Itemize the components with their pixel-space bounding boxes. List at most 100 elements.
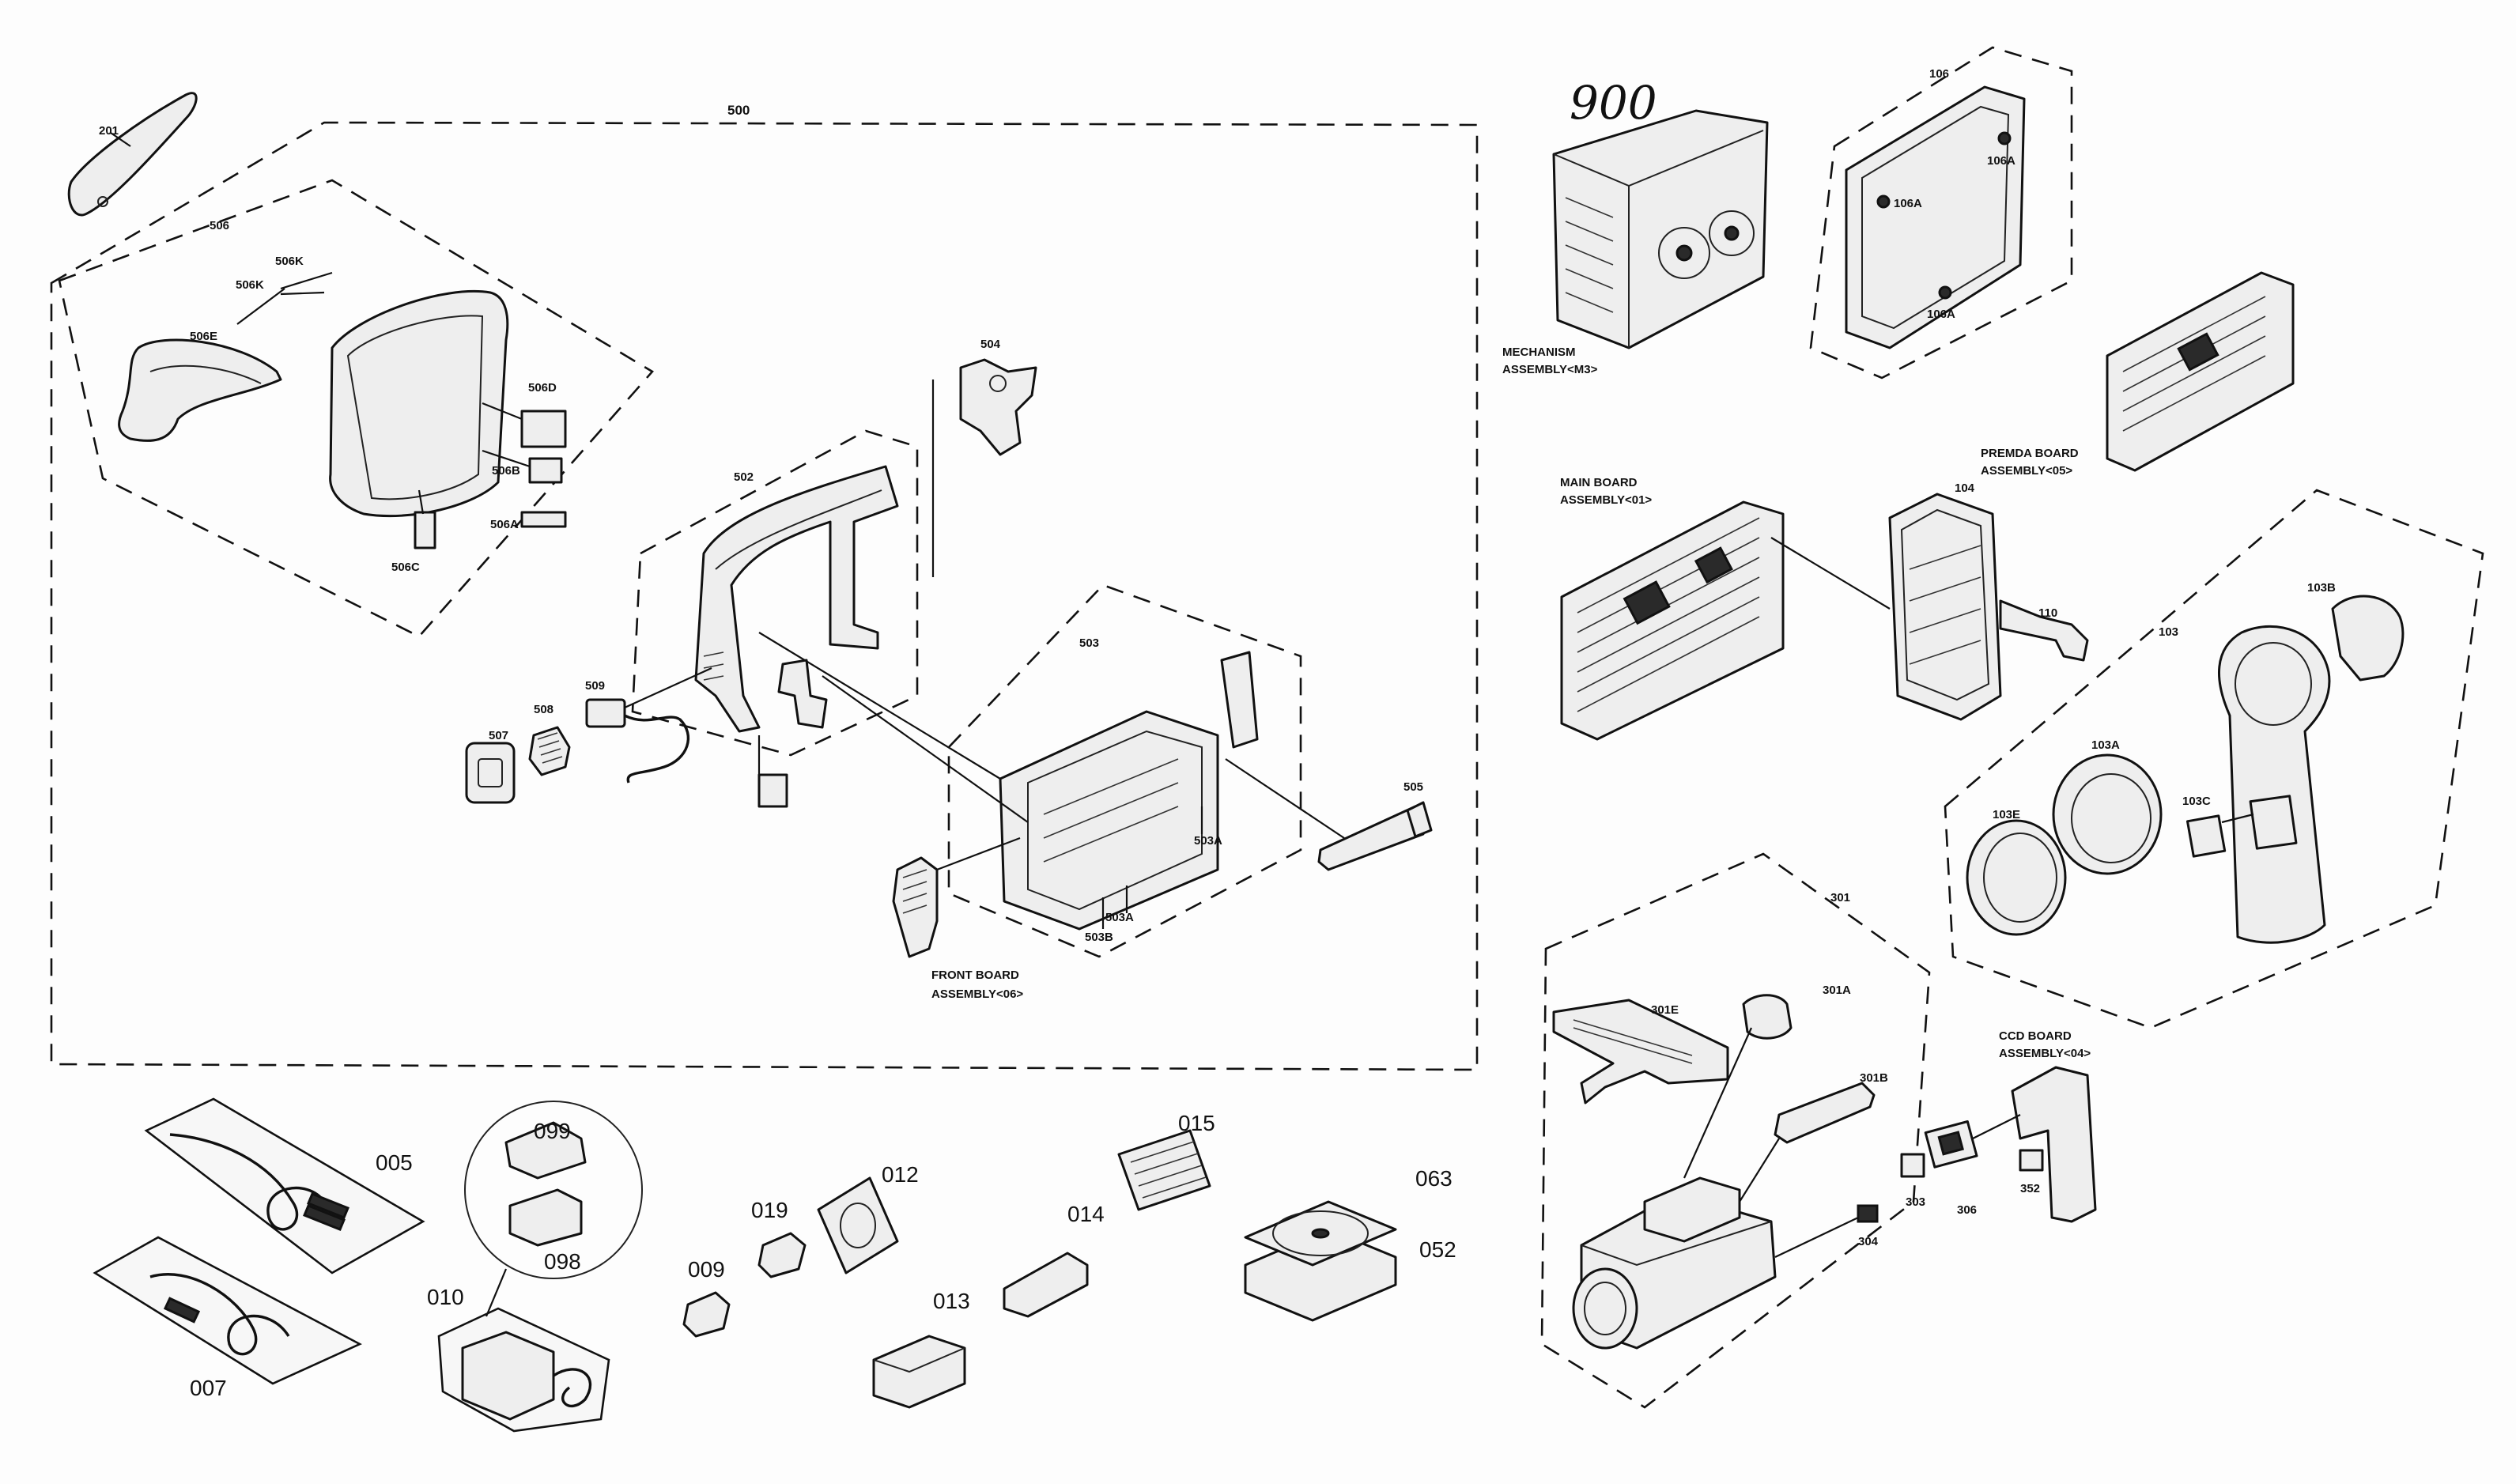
accessory-099-plug: [504, 1121, 587, 1180]
part-508-spring: [528, 726, 571, 776]
front-assembly-label-2: ASSEMBLY<06>: [931, 987, 1023, 1001]
mechanism-reel-left: [1658, 227, 1710, 279]
part-104-grid: [1909, 545, 1981, 665]
ccd-assembly-label-1: CCD BOARD: [1999, 1029, 2072, 1043]
handwritten-ref-label: 900: [1570, 76, 1657, 130]
front-assembly-label-1: FRONT BOARD: [931, 969, 1019, 982]
part-301-lens-front: [1572, 1267, 1638, 1350]
accessory-adapter-callout-circle: [464, 1101, 643, 1279]
part-301E-traces: [1573, 1019, 1693, 1064]
part-103-hood-opening: [2235, 642, 2312, 726]
accessory-098-plug: [508, 1188, 583, 1247]
premda-board-chip: [2177, 332, 2219, 372]
label-009: 009: [688, 1257, 725, 1282]
part-503-chassis-inner: [1027, 730, 1203, 911]
label-503B: 503B: [1085, 931, 1113, 944]
label-503A-a: 503A: [1194, 834, 1222, 848]
part-301-group: [1552, 994, 1876, 1350]
part-504-connector: [931, 358, 1037, 577]
label-103E: 103E: [1993, 808, 2020, 821]
part-301-lens-top: [1581, 1221, 1772, 1267]
accessory-005-plug-a: [307, 1192, 349, 1219]
premda-assembly-label-2: ASSEMBLY<05>: [1981, 464, 2072, 478]
label-506C: 506C: [391, 561, 420, 574]
label-103B: 103B: [2307, 581, 2336, 595]
label-099: 099: [534, 1119, 571, 1143]
part-301B-guide: [1774, 1082, 1876, 1144]
main-assembly-label-1: MAIN BOARD: [1560, 476, 1638, 489]
label-010: 010: [427, 1285, 464, 1309]
label-506D: 506D: [528, 381, 557, 395]
accessory-adapter-callout-leader: [485, 1268, 508, 1317]
part-103B-cap: [2331, 595, 2405, 682]
part-103E-ring-inner: [1983, 833, 2057, 923]
part-504-jack: [989, 375, 1007, 392]
part-labels: 900 500 506 502 503 106 103 301 201 506K…: [99, 67, 2336, 1400]
part-506-grip-group: [118, 271, 567, 549]
group-503-boundary: [947, 583, 1302, 958]
part-506-leader-b: [482, 449, 531, 468]
accessory-010-adapter: [461, 1331, 555, 1421]
part-106A-screw-a: [1997, 131, 2012, 145]
group-boundaries: [50, 46, 2484, 1409]
ccd-board-flex: [2011, 1066, 2097, 1223]
label-014: 014: [1067, 1202, 1105, 1226]
label-013: 013: [933, 1289, 970, 1313]
group-106-label: 106: [1929, 67, 1949, 81]
part-507-button-cap: [465, 742, 516, 804]
part-304-pad: [1857, 1204, 1879, 1223]
accessory-063-hub: [1311, 1228, 1330, 1239]
leader-frame-to-chassis: [758, 632, 1001, 780]
label-508: 508: [534, 703, 553, 716]
part-506K-screw-c: [236, 288, 285, 325]
label-015: 015: [1178, 1111, 1215, 1135]
label-019: 019: [751, 1198, 788, 1222]
part-103E-ring-outer: [1966, 819, 2067, 936]
part-301E-flex: [1552, 999, 1729, 1105]
part-506K-screw-a: [280, 271, 333, 290]
part-106A-screw-c: [1938, 285, 1952, 300]
accessory-005-cable: [169, 1133, 326, 1231]
label-052: 052: [1419, 1237, 1456, 1262]
mechanism-hub-left: [1675, 244, 1693, 262]
part-503-chassis-ribs: [1043, 758, 1179, 863]
mechanism-hub-right: [1724, 225, 1740, 241]
part-507-button-face: [478, 758, 503, 787]
main-board-chip-a: [1623, 580, 1671, 625]
part-110-flex: [1999, 599, 2089, 662]
part-503-side-plate: [1220, 651, 1259, 749]
part-103-group: [1966, 595, 2405, 944]
accessory-014-battery: [1003, 1252, 1089, 1318]
premda-assembly-label-1: PREMDA BOARD: [1981, 447, 2079, 460]
part-504-body: [959, 358, 1037, 456]
ccd-assembly-label-2: ASSEMBLY<04>: [1999, 1047, 2091, 1060]
accessory-013-case: [872, 1335, 966, 1409]
label-104: 104: [1955, 481, 1975, 495]
label-506K-b: 506K: [236, 278, 264, 292]
accessory-012-ring-plate: [817, 1176, 899, 1274]
mechanism-assembly-label-2: ASSEMBLY<M3>: [1502, 363, 1598, 376]
label-506B: 506B: [492, 464, 520, 478]
group-103-label: 103: [2159, 625, 2178, 639]
label-012: 012: [882, 1162, 919, 1187]
part-303-filter: [1900, 1153, 1925, 1178]
main-board-leader: [1770, 537, 1891, 610]
label-503A-b: 503A: [1105, 911, 1134, 924]
part-506A-component: [520, 511, 567, 528]
label-304: 304: [1858, 1235, 1879, 1248]
accessory-015-grid: [1130, 1141, 1207, 1199]
label-063: 063: [1415, 1166, 1453, 1191]
part-505-tab: [1406, 801, 1433, 838]
label-301E: 301E: [1651, 1003, 1679, 1017]
group-500-label: 500: [727, 103, 750, 118]
group-301-label: 301: [1830, 891, 1850, 904]
accessory-063-disc: [1272, 1210, 1369, 1256]
part-103A-ring-outer: [2052, 753, 2163, 875]
part-506E-stitch: [149, 364, 262, 384]
part-201-rivet: [97, 196, 108, 207]
part-509-leader: [624, 666, 712, 709]
label-352: 352: [2020, 1182, 2040, 1195]
part-506-grip-inner: [346, 315, 484, 500]
group-502-boundary: [631, 429, 919, 757]
